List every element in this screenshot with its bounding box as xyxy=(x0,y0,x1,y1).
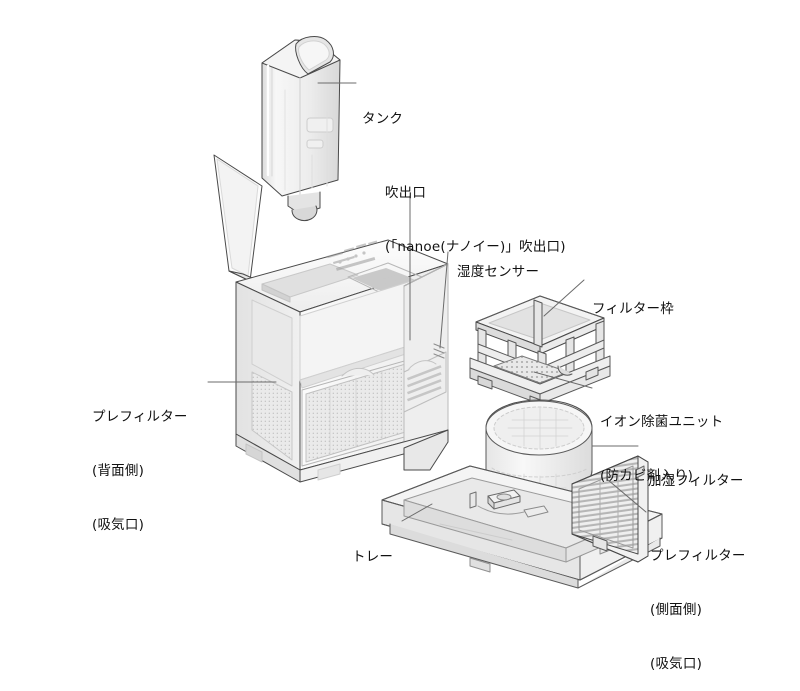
label-prefilter-side-line-3: (吸気口) xyxy=(650,656,703,672)
label-prefilter-side-line-1: プレフィルター xyxy=(650,548,746,564)
leader-tray xyxy=(401,503,433,522)
label-tank: タンク xyxy=(362,74,403,146)
leader-lines xyxy=(207,82,647,522)
label-prefilter-back-line-3: (吸気口) xyxy=(92,517,145,533)
part-humidifying-filter xyxy=(485,399,593,517)
leader-prefilter-side xyxy=(607,479,647,513)
label-humidity-sensor-line-1: 湿度センサー xyxy=(457,264,540,280)
label-air-outlet: 吹出口 (「nanoe(ナノイー)」吹出口) xyxy=(385,148,566,274)
label-ion-unit-line-2: (防カビ剤入り) xyxy=(600,468,694,484)
part-humidity-sensor xyxy=(433,343,445,359)
label-filter-frame-line-1: フィルター枠 xyxy=(592,301,674,317)
leader-humidity-sensor xyxy=(439,251,449,349)
part-main-unit xyxy=(235,239,449,483)
label-humidifying-filter-line-1: 加湿フィルター xyxy=(648,473,744,489)
label-tray-line-1: トレー xyxy=(352,549,394,565)
label-air-outlet-line-1: 吹出口 xyxy=(385,185,427,201)
label-filter-frame: フィルター枠 xyxy=(592,264,674,336)
part-filter-frame xyxy=(469,295,611,411)
part-prefilter-back xyxy=(251,351,437,467)
label-ion-unit: イオン除菌ユニット (防カビ剤入り) xyxy=(600,377,723,503)
exploded-diagram-svg xyxy=(207,36,663,589)
part-tank xyxy=(261,36,341,222)
label-air-outlet-line-2: (「nanoe(ナノイー)」吹出口) xyxy=(385,239,566,255)
label-tray: トレー xyxy=(352,512,393,584)
label-humidity-sensor: 湿度センサー xyxy=(457,227,539,299)
label-prefilter-side: プレフィルター (側面側) (吸気口) xyxy=(650,511,746,691)
leader-filter-frame xyxy=(543,279,585,317)
label-ion-unit-line-1: イオン除菌ユニット xyxy=(600,414,724,430)
label-prefilter-back-line-2: (背面側) xyxy=(92,463,145,479)
label-humidifying-filter: 加湿フィルター xyxy=(648,436,744,508)
label-prefilter-back-line-1: プレフィルター xyxy=(92,409,188,425)
diagram-canvas: タンク 吹出口 (「nanoe(ナノイー)」吹出口) 湿度センサー フィルター枠… xyxy=(92,36,745,672)
part-lid xyxy=(213,154,267,285)
label-prefilter-back: プレフィルター (背面側) (吸気口) xyxy=(92,372,204,552)
leader-ion-unit xyxy=(533,371,593,389)
part-prefilter-side xyxy=(571,455,649,563)
label-tank-line-1: タンク xyxy=(362,111,404,127)
